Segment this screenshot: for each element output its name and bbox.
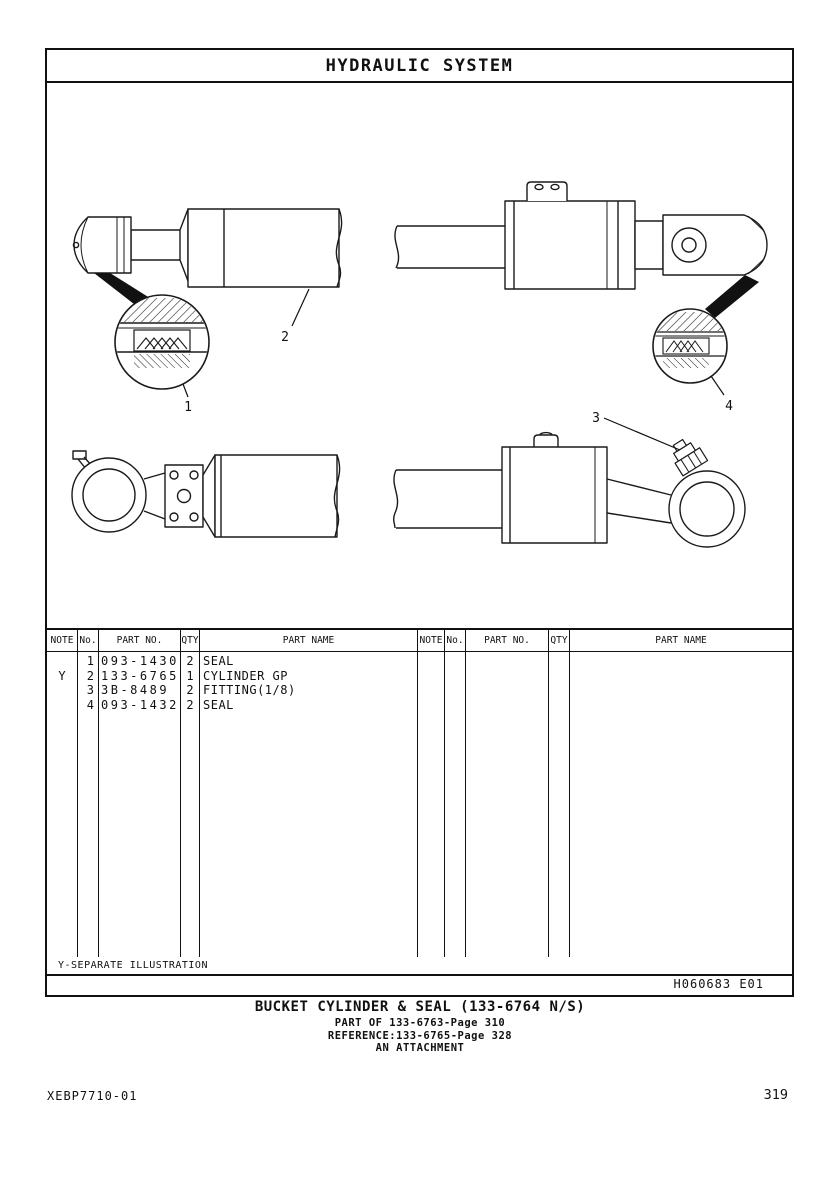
cell-note-r3 xyxy=(47,698,77,713)
caption-line-2: REFERENCE:133-6765-Page 328 xyxy=(327,1029,513,1042)
cell-qty-r2: 2 xyxy=(186,683,194,698)
document-frame: HYDRAULIC SYSTEM xyxy=(45,48,794,997)
table-column-no-right xyxy=(445,652,466,957)
cell-note-r2 xyxy=(47,683,77,698)
parts-table-header: NOTE No. PART NO. QTY PART NAME NOTE No.… xyxy=(47,630,792,652)
table-column-partname-left: SEAL CYLINDER GP FITTING(1/8) SEAL xyxy=(200,652,418,957)
caption-title: BUCKET CYLINDER & SEAL (133-6764 N/S) xyxy=(254,999,586,1015)
cell-qty-r3: 2 xyxy=(186,697,194,712)
cell-partno-r1: 133-6765 xyxy=(101,668,179,683)
col-header-no-left: No. xyxy=(78,630,99,651)
cell-no-r2: 3 xyxy=(86,683,94,698)
col-header-no-right: No. xyxy=(445,630,466,651)
seal-detail-right xyxy=(652,308,728,384)
cell-partname-r1: CYLINDER GP xyxy=(203,668,288,683)
table-column-note-right xyxy=(418,652,445,957)
table-column-qty-right xyxy=(549,652,570,957)
cylinder-bottom-view xyxy=(71,431,746,548)
cell-no-r0: 1 xyxy=(86,654,94,668)
col-header-note-right: NOTE xyxy=(418,630,445,651)
parts-table: NOTE No. PART NO. QTY PART NAME NOTE No.… xyxy=(47,628,792,976)
cylinder-top-view xyxy=(72,181,768,290)
callout-3: 3 xyxy=(592,411,600,426)
detail-pointer-right xyxy=(705,275,759,318)
cell-note-r1: Y xyxy=(58,668,66,683)
table-column-note-left: Y xyxy=(47,652,78,957)
table-column-no-left: 1 2 3 4 xyxy=(78,652,99,957)
callout-2: 2 xyxy=(281,330,289,345)
callout-4: 4 xyxy=(725,399,733,414)
fitting-3 xyxy=(672,438,709,477)
cell-no-r1: 2 xyxy=(86,668,94,683)
col-header-partno-left: PART NO. xyxy=(99,630,181,651)
table-column-partno-right xyxy=(466,652,549,957)
table-column-partname-right xyxy=(570,652,792,957)
cell-qty-r1: 1 xyxy=(186,668,194,683)
parts-table-body: Y 1 2 3 4 093-1430 133-6765 3B-8489 093-… xyxy=(47,652,792,957)
col-header-qty-left: QTY xyxy=(181,630,200,651)
title-bar: HYDRAULIC SYSTEM xyxy=(47,50,792,83)
seal-detail-left xyxy=(114,294,210,390)
cell-qty-r0: 2 xyxy=(186,654,194,668)
caption-line-3: AN ATTACHMENT xyxy=(375,1042,465,1054)
cell-partname-r0: SEAL xyxy=(203,654,234,668)
table-footnote: Y-SEPARATE ILLUSTRATION xyxy=(58,960,208,971)
caption-line-1: PART OF 133-6763-Page 310 xyxy=(334,1017,506,1029)
col-header-qty-right: QTY xyxy=(549,630,570,651)
form-number: XEBP7710-01 xyxy=(47,1089,138,1103)
doc-code: H060683 E01 xyxy=(673,977,764,991)
cell-partno-r0: 093-1430 xyxy=(101,654,179,668)
cell-partname-r3: SEAL xyxy=(203,697,234,712)
hydraulic-cylinder-diagram: 1 2 3 4 xyxy=(71,181,768,548)
callout-1: 1 xyxy=(184,400,192,415)
table-column-qty-left: 2 1 2 2 xyxy=(181,652,200,957)
col-header-partname-right: PART NAME xyxy=(655,635,707,646)
page-title: HYDRAULIC SYSTEM xyxy=(325,55,514,76)
cell-no-r3: 4 xyxy=(86,697,94,712)
diagram-area: 1 2 3 4 xyxy=(47,85,792,628)
callout-leaders xyxy=(182,288,725,451)
cell-partname-r2: FITTING(1/8) xyxy=(203,683,296,698)
col-header-note-left: NOTE xyxy=(47,630,78,651)
col-header-partname-left: PART NAME xyxy=(200,630,418,651)
cell-note-r0 xyxy=(47,654,77,669)
col-header-partno-right: PART NO. xyxy=(466,630,549,651)
page-number: 319 xyxy=(763,1087,788,1103)
caption-block: BUCKET CYLINDER & SEAL (133-6764 N/S) PA… xyxy=(0,999,840,1055)
table-column-partno-left: 093-1430 133-6765 3B-8489 093-1432 xyxy=(99,652,181,957)
cell-partno-r2: 3B-8489 xyxy=(101,683,170,698)
cell-partno-r3: 093-1432 xyxy=(101,697,179,712)
